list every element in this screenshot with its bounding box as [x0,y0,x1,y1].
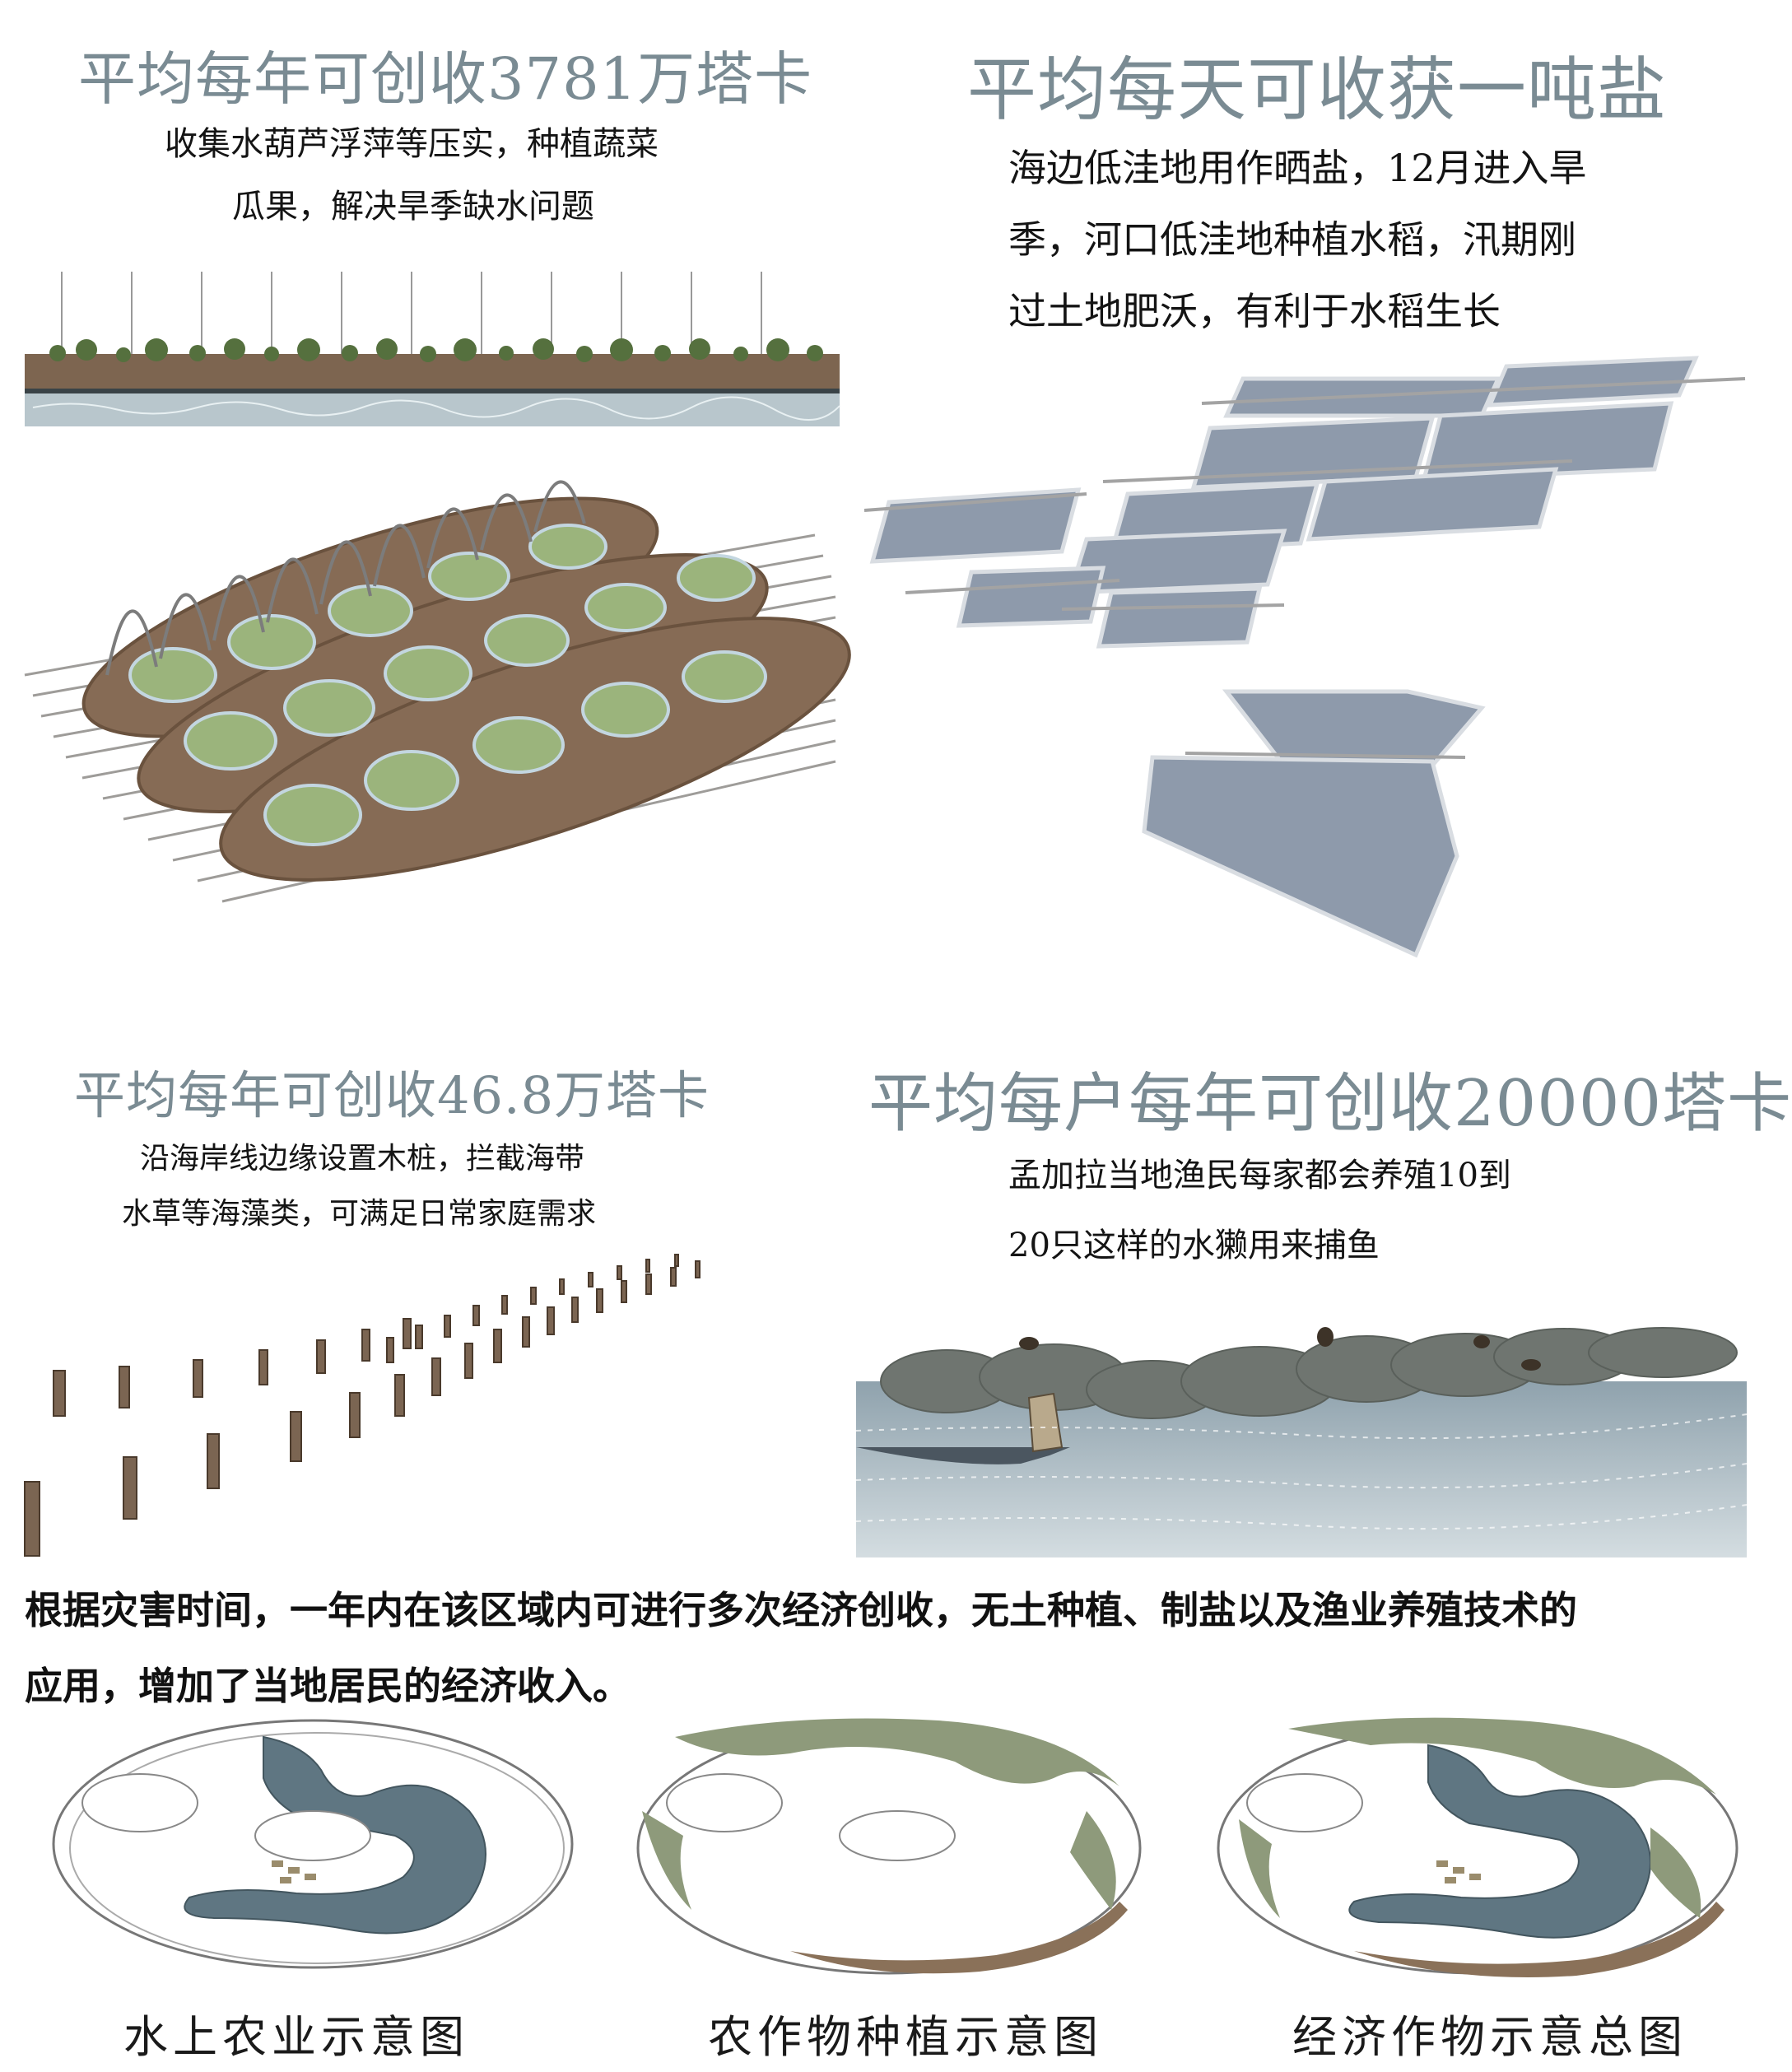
seaweed-stakes-desc-line2: 水草等海藻类，可满足日常家庭需求 [122,1197,597,1231]
salt-fields-desc-line1: 海边低洼地用作晒盐，12月进入旱 [1008,146,1587,190]
floating-bed-section-illustration [25,272,840,426]
salt-fields-desc-line2: 季，河口低洼地种植水稻，汛期刚 [1008,217,1576,262]
map-caption-water-agriculture: 水上农业示意图 [123,2011,469,2063]
wooden-stakes-illustration [24,1254,701,1557]
floating-bed-perspective-illustration [24,480,851,903]
seaweed-stakes-headline: 平均每年可创收46.8万塔卡 [74,1065,710,1125]
otter-fishing-desc-line1: 孟加拉当地渔民每家都会养殖10到 [1008,1157,1511,1194]
floating-farm-desc-line1: 收集水葫芦浮萍等压实，种植蔬菜 [165,125,659,163]
salt-pans-illustration [863,356,1746,958]
summary-paragraph: 根据灾害时间，一年内在该区域内可进行多次经济创收，无土种植、制盐以及渔业养殖技术… [25,1572,1753,1724]
salt-fields-desc-line3: 过土地肥沃，有利于水稻生长 [1008,289,1501,333]
seaweed-stakes-desc-line1: 沿海岸线边缘设置木桩，拦截海带 [140,1142,585,1176]
map-caption-economic-crops: 经济作物示意总图 [1292,2011,1687,2063]
salt-fields-headline: 平均每天可收获一吨盐 [967,49,1668,130]
summary-line2: 应用，增加了当地居民的经济收入。 [25,1664,631,1708]
otter-fishing-desc-line2: 20只这样的水獭用来捕鱼 [1008,1227,1380,1264]
economic-crops-map [1217,1717,1738,1977]
otter-fishing-headline: 平均每户每年可创收20000塔卡 [868,1067,1792,1141]
floating-farm-desc-line2: 瓜果，解决旱季缺水问题 [232,188,594,226]
floating-farm-headline: 平均每年可创收3781万塔卡 [78,45,813,113]
otter-fishing-illustration [855,1327,1748,1557]
map-caption-crop-planting: 农作物种植示意图 [708,2011,1103,2063]
crop-planting-map [636,1718,1142,1975]
water-agriculture-map [52,1719,574,1969]
summary-line1: 根据灾害时间，一年内在该区域内可进行多次经济创收，无土种植、制盐以及渔业养殖技术… [25,1588,1577,1632]
